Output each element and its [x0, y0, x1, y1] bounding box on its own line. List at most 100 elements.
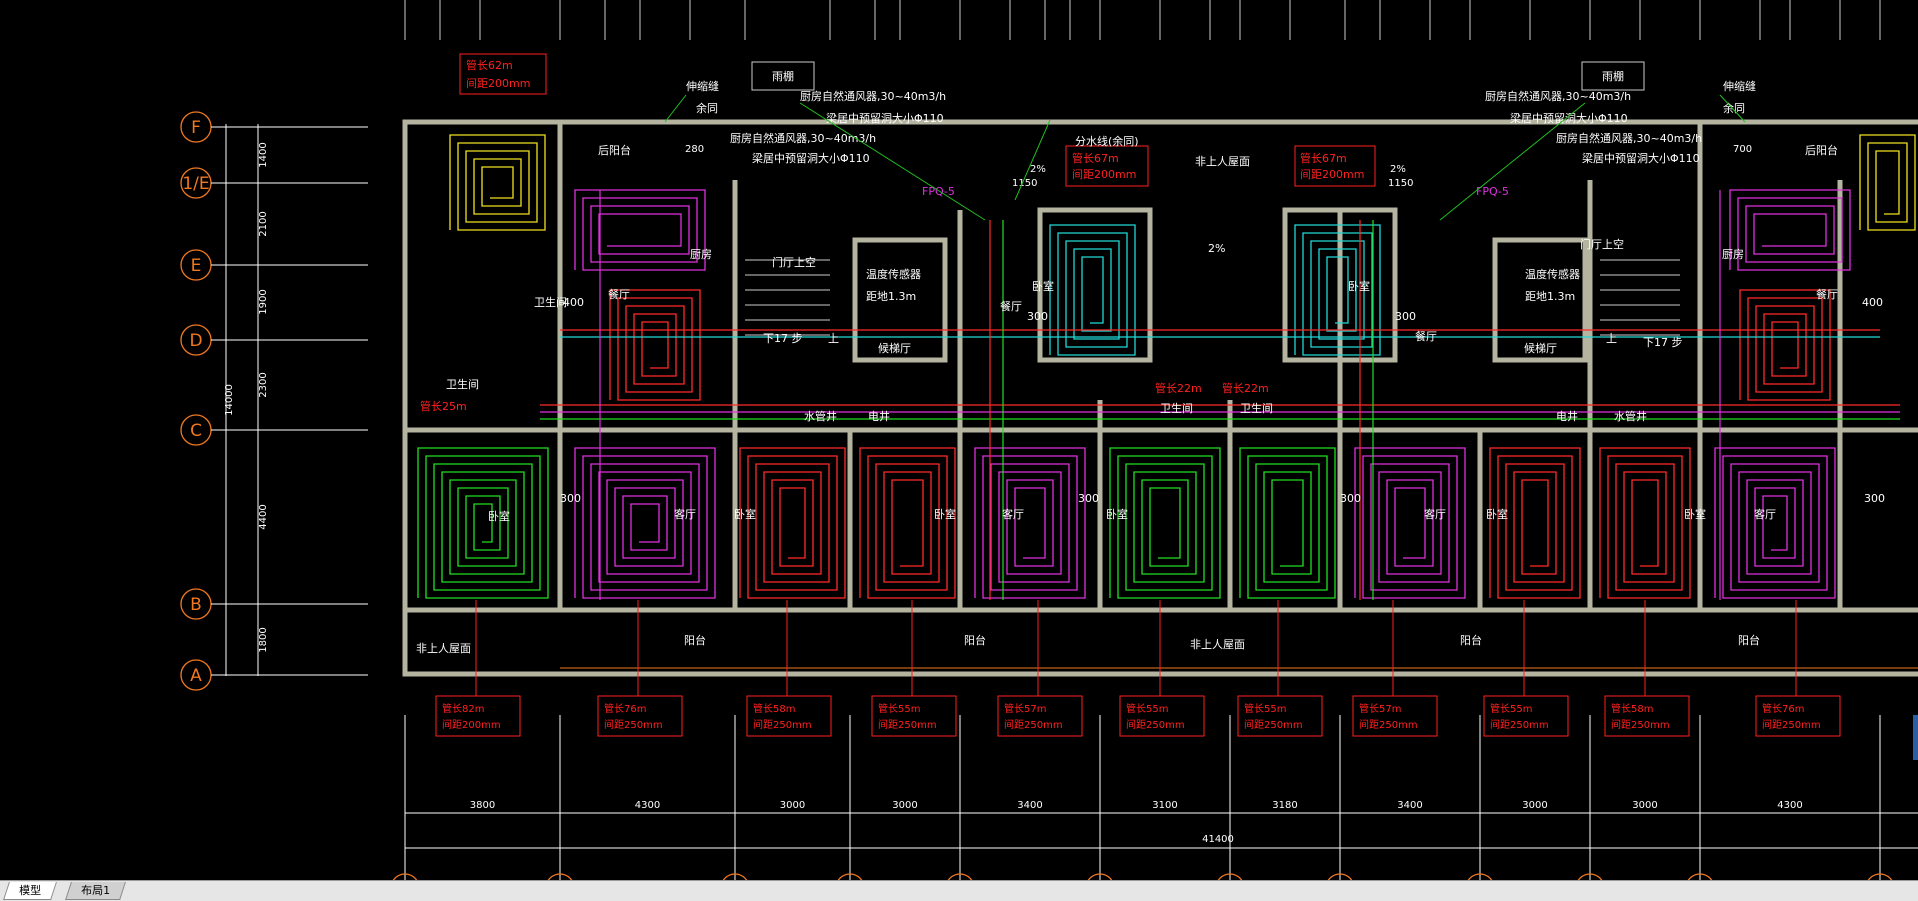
bottom-label-box-6	[1237, 695, 1323, 737]
label-bedroom-1: 卧室	[488, 509, 510, 523]
coil-13	[1049, 224, 1136, 356]
bottom-pipe-length-10: 管长76m	[1762, 702, 1804, 715]
left-dim-total: 14000	[224, 384, 235, 416]
label-bedroom-3: 卧室	[934, 507, 956, 521]
bottom-axis-bubble-6	[1217, 873, 1243, 880]
bottom-pipe-length-2: 管长58m	[753, 702, 795, 715]
left-dim-text-1: 2100	[258, 211, 269, 236]
axis-label-3: D	[189, 331, 202, 351]
kitchen-fan-note-1: 厨房自然通风器,30~40m3/h	[800, 89, 946, 103]
kitchen-fan-note-3: 厨房自然通风器,30~40m3/h	[1485, 89, 1631, 103]
bottom-dim-text-4: 3400	[1017, 800, 1042, 811]
tab-model[interactable]: 模型	[3, 882, 57, 900]
beam-hole-note-2: 梁居中预留洞大小Φ110	[752, 151, 870, 165]
kitchen-fan-note-4: 厨房自然通风器,30~40m3/h	[1556, 131, 1702, 145]
label-elec-well-right: 电井	[1556, 409, 1578, 423]
coil-18	[1739, 289, 1831, 401]
dim-300-2: 300	[1078, 492, 1099, 505]
slope-top-left: 2%	[1030, 164, 1046, 175]
top-grid-lines	[404, 0, 1881, 40]
coil-5	[1109, 447, 1221, 599]
bottom-pipe-length-0: 管长82m	[442, 702, 484, 715]
label-kitchen-right: 厨房	[1722, 248, 1744, 261]
left-axis-group	[225, 124, 259, 676]
label-rear-balcony-right: 后阳台	[1805, 143, 1838, 157]
beam-hole-note-1: 梁居中预留洞大小Φ110	[826, 111, 944, 125]
label-non-roof-left: 非上人屋面	[416, 642, 471, 655]
label-bedroom-2: 卧室	[734, 507, 756, 521]
scrollbar-thumb[interactable]	[1913, 715, 1918, 760]
bottom-dim-text-2: 3000	[780, 800, 805, 811]
bottom-pipe-gap-7: 间距250mm	[1359, 718, 1418, 731]
bottom-pipe-gap-6: 间距250mm	[1244, 718, 1303, 731]
balcony-strip	[405, 667, 1918, 675]
coil-6	[1239, 447, 1336, 599]
bottom-pipe-length-6: 管长55m	[1244, 702, 1286, 715]
dim-400-left: 400	[563, 296, 584, 309]
stairs-left	[745, 259, 830, 336]
bottom-label-box-10	[1755, 695, 1841, 737]
label-living-1: 客厅	[674, 507, 696, 521]
dim-300-5: 300	[1027, 310, 1048, 323]
coil-10	[1714, 447, 1836, 599]
label-living-4: 客厅	[1754, 507, 1776, 521]
bottom-pipe-gap-10: 间距250mm	[1762, 718, 1821, 731]
coil-17	[609, 289, 701, 401]
bottom-label-box-7	[1352, 695, 1438, 737]
top-pipe-length-3: 管长67m	[1300, 151, 1347, 165]
kitchen-fan-note-2: 厨房自然通风器,30~40m3/h	[730, 131, 876, 145]
label-bedroom-4: 卧室	[1106, 507, 1128, 521]
manifold-pipes	[540, 190, 1900, 600]
bottom-label-box-2	[746, 695, 832, 737]
bottom-dim-text-6: 3180	[1272, 800, 1297, 811]
canopy-label-left: 雨棚	[772, 69, 794, 83]
label-bathroom-1: 卫生间	[534, 295, 567, 309]
bottom-pipe-gap-3: 间距250mm	[878, 718, 937, 731]
tab-layout1[interactable]: 布局1	[65, 882, 126, 900]
left-dim-text-0: 1400	[258, 142, 269, 167]
label-temp-sensor-left: 温度传感器	[866, 267, 921, 281]
bottom-pipe-length-9: 管长58m	[1611, 702, 1653, 715]
label-water-well-left: 水管井	[804, 409, 837, 423]
label-sensor-height-right: 距地1.3m	[1525, 290, 1575, 303]
bottom-axis-bubble-2	[722, 873, 748, 880]
coil-9	[1599, 447, 1691, 599]
full-height-right: 余同	[1723, 101, 1745, 115]
label-elec-well-left: 电井	[868, 409, 890, 423]
bottom-label-box-3	[871, 695, 957, 737]
coil-1	[574, 447, 716, 599]
bottom-dim-text-0: 3800	[470, 800, 495, 811]
expansion-joint-right: 伸缩缝	[1723, 79, 1756, 93]
non-roof-top: 非上人屋面	[1195, 155, 1250, 168]
top-pipe-gap-3: 间距200mm	[1300, 168, 1364, 181]
room-labels: 后阳台 后阳台 厨房 厨房 卫生间 卫生间 卫生间 卫生间 门厅上空 门厅上空 …	[416, 143, 1885, 655]
bottom-dim-text-7: 3400	[1397, 800, 1422, 811]
bottom-pipe-gap-2: 间距250mm	[753, 718, 812, 731]
bottom-pipe-gap-9: 间距250mm	[1611, 718, 1670, 731]
top-pipe-length-1: 管长62m	[466, 58, 513, 72]
axis-label-2: E	[191, 256, 202, 276]
bottom-pipe-gap-5: 间距250mm	[1126, 718, 1185, 731]
bottom-axis-bubble-7	[1327, 873, 1353, 880]
bottom-axis-bubble-8	[1467, 873, 1493, 880]
axis-label-6: A	[190, 666, 202, 686]
label-hall-light-left: 门厅上空	[772, 255, 816, 269]
label-kitchen-left: 厨房	[690, 248, 712, 261]
bottom-pipe-length-7: 管长57m	[1359, 702, 1401, 715]
label-non-roof-center: 非上人屋面	[1190, 638, 1245, 651]
top-annotations: 管长62m 间距200mm 管长67m 间距200mm 管长67m 间距200m…	[459, 53, 1756, 255]
label-dining-3: 餐厅	[1816, 287, 1838, 301]
label-bedroom-7: 卧室	[1032, 279, 1054, 293]
label-balcony-2: 阳台	[964, 633, 986, 647]
coil-16	[1729, 189, 1851, 271]
label-dining-2: 餐厅	[1415, 329, 1437, 343]
label-pipe-22-right: 管长22m	[1222, 381, 1269, 395]
bottom-pipe-labels: 管长82m间距200mm管长76m间距250mm管长58m间距250mm管长55…	[435, 600, 1841, 737]
dim-300-3: 300	[1340, 492, 1361, 505]
layout-tab-bar: 模型 布局1	[0, 880, 1918, 901]
